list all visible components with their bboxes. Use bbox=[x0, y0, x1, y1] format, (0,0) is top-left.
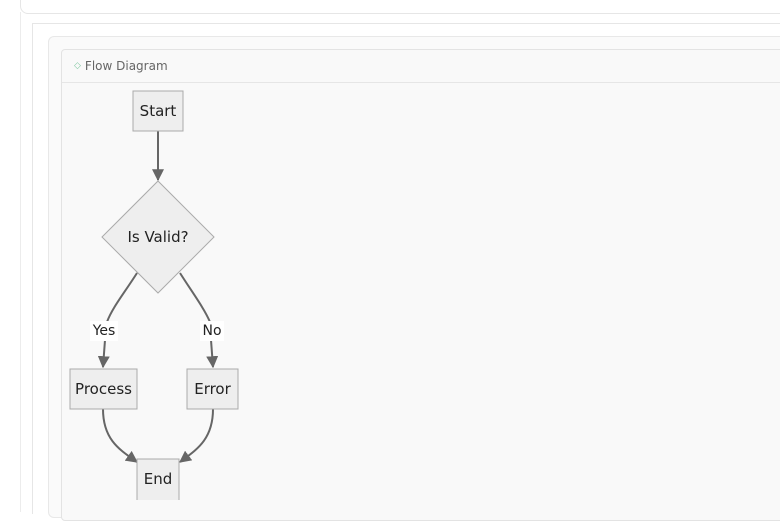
node-label: End bbox=[144, 470, 173, 488]
divider bbox=[20, 12, 21, 512]
node-label: Process bbox=[75, 380, 132, 398]
edge-label-bg bbox=[90, 321, 118, 341]
card-title: Flow Diagram bbox=[84, 59, 168, 73]
flow-diagram: Start Is Valid? Process Error End Yes No bbox=[69, 90, 239, 500]
edge-valid-error bbox=[179, 272, 213, 367]
node-label: Error bbox=[194, 380, 231, 398]
edge-valid-process bbox=[103, 272, 138, 367]
outer-card bbox=[20, 0, 780, 14]
edge-process-end bbox=[102, 408, 138, 463]
diamond-outline-icon: ◇ bbox=[74, 61, 81, 71]
edge-label-bg bbox=[200, 321, 224, 341]
node-error[interactable] bbox=[186, 368, 239, 410]
node-is-valid[interactable] bbox=[101, 180, 215, 294]
edge-error-end bbox=[179, 408, 214, 463]
node-process[interactable] bbox=[69, 368, 138, 410]
card-header: ◇ Flow Diagram bbox=[62, 50, 780, 83]
node-label: Is Valid? bbox=[127, 228, 188, 246]
node-end[interactable] bbox=[136, 458, 180, 500]
node-label: Start bbox=[140, 102, 177, 120]
node-start[interactable] bbox=[132, 90, 184, 132]
edge-label-yes: Yes bbox=[92, 323, 116, 339]
edge-label-no: No bbox=[202, 323, 221, 339]
